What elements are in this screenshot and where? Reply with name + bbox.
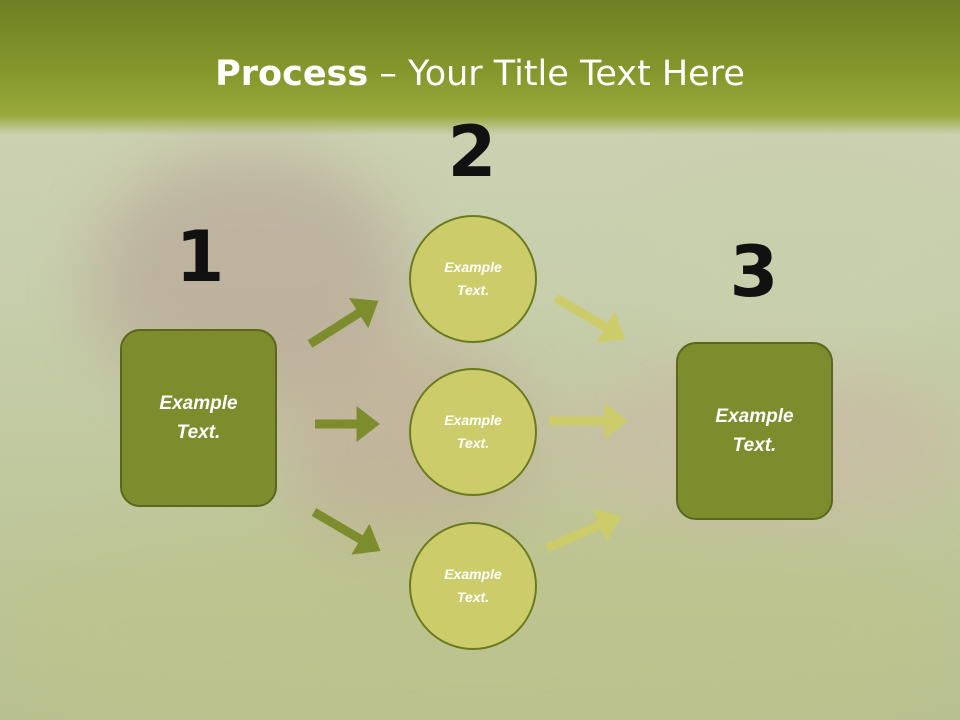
left-box: Example Text.: [120, 329, 277, 507]
title-rest: – Your Title Text Here: [368, 54, 745, 94]
circle-top: Example Text.: [409, 215, 537, 343]
slide-title: Process – Your Title Text Here: [0, 52, 960, 96]
step-number-3: 3: [729, 231, 779, 313]
arrow-top-to-right: [553, 294, 626, 343]
step-number-2: 2: [447, 111, 497, 193]
title-bold: Process: [215, 54, 369, 94]
arrow-left-to-bottom: [311, 508, 381, 555]
arrow-bottom-to-right: [545, 508, 622, 553]
arrow-left-to-top: [307, 298, 379, 348]
circle-bottom: Example Text.: [409, 522, 537, 650]
background-photo-blur: [640, 150, 960, 350]
circle-middle: Example Text.: [409, 368, 537, 496]
right-box: Example Text.: [676, 342, 833, 520]
header-band: [0, 0, 960, 135]
step-number-1: 1: [175, 216, 225, 298]
